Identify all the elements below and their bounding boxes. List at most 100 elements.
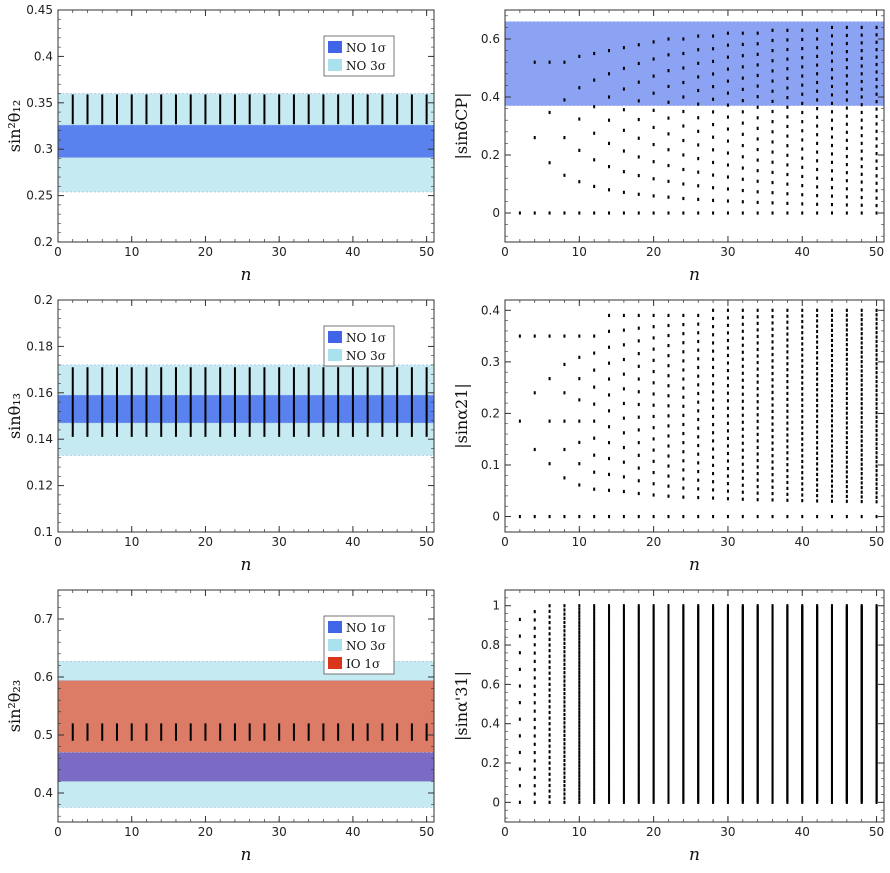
data-point bbox=[860, 180, 863, 184]
data-point bbox=[652, 718, 655, 722]
data-point bbox=[801, 331, 804, 335]
data-point bbox=[652, 732, 655, 737]
data-point bbox=[593, 750, 596, 755]
data-point bbox=[637, 664, 640, 668]
data-point bbox=[533, 800, 536, 804]
data-point bbox=[608, 393, 611, 397]
data-point bbox=[860, 360, 863, 364]
data-point bbox=[563, 334, 566, 338]
data-point bbox=[622, 639, 625, 643]
data-point bbox=[593, 701, 596, 705]
y-tick-label: 0.5 bbox=[34, 728, 53, 742]
data-point bbox=[563, 779, 566, 784]
data-point bbox=[652, 797, 655, 801]
data-point bbox=[533, 659, 536, 663]
data-point bbox=[726, 338, 729, 343]
x-axis-label: n bbox=[689, 265, 700, 285]
data-point bbox=[637, 631, 640, 635]
data-point bbox=[578, 670, 581, 674]
data-point bbox=[741, 427, 744, 431]
data-point bbox=[682, 359, 685, 363]
data-point bbox=[593, 761, 596, 766]
data-point bbox=[548, 772, 551, 776]
data-point bbox=[652, 683, 655, 687]
data-point bbox=[697, 374, 700, 378]
data-point bbox=[860, 322, 863, 326]
data-point bbox=[830, 194, 833, 198]
data-point bbox=[845, 187, 848, 191]
data-point bbox=[860, 64, 863, 68]
data-column bbox=[563, 60, 566, 215]
data-point bbox=[845, 416, 848, 420]
data-point bbox=[608, 772, 611, 776]
data-point bbox=[801, 420, 804, 424]
data-point bbox=[622, 672, 625, 676]
data-point bbox=[875, 85, 878, 89]
data-point bbox=[830, 143, 833, 148]
data-point bbox=[608, 653, 611, 658]
data-point bbox=[726, 604, 729, 608]
data-point bbox=[637, 740, 640, 744]
data-point bbox=[622, 686, 625, 691]
data-point bbox=[845, 154, 848, 159]
data-point bbox=[637, 760, 640, 764]
data-point bbox=[786, 498, 789, 502]
data-point bbox=[578, 797, 581, 801]
data-point bbox=[726, 163, 729, 167]
data-point bbox=[712, 471, 715, 476]
data-column bbox=[845, 604, 848, 804]
data-point bbox=[741, 322, 744, 326]
data-column bbox=[533, 60, 536, 215]
data-point bbox=[622, 149, 625, 153]
data-column bbox=[697, 313, 700, 519]
data-point bbox=[578, 630, 581, 634]
data-point bbox=[726, 474, 729, 478]
data-point bbox=[652, 736, 655, 740]
data-point bbox=[816, 366, 819, 371]
data-point bbox=[578, 757, 581, 761]
data-point bbox=[608, 658, 611, 662]
data-point bbox=[608, 796, 611, 800]
data-point bbox=[578, 440, 581, 445]
data-point bbox=[652, 757, 655, 761]
data-point bbox=[652, 642, 655, 646]
data-point bbox=[667, 464, 670, 468]
data-column bbox=[712, 604, 715, 804]
data-point bbox=[786, 105, 789, 109]
data-point bbox=[563, 683, 566, 687]
data-point bbox=[593, 351, 596, 355]
data-point bbox=[637, 672, 640, 676]
data-point bbox=[860, 490, 863, 494]
data-point bbox=[875, 366, 878, 370]
data-point bbox=[548, 789, 551, 793]
data-point bbox=[652, 618, 655, 623]
data-point bbox=[860, 448, 863, 452]
data-point bbox=[771, 28, 774, 32]
data-point bbox=[548, 710, 551, 715]
data-point bbox=[637, 723, 640, 727]
data-point bbox=[741, 54, 744, 58]
data-point bbox=[622, 416, 625, 420]
data-point bbox=[593, 612, 596, 616]
data-point bbox=[637, 441, 640, 445]
x-tick-label: 20 bbox=[198, 535, 213, 549]
data-point bbox=[578, 794, 581, 798]
data-point bbox=[756, 400, 759, 404]
data-point bbox=[652, 414, 655, 419]
data-point bbox=[682, 332, 685, 336]
data-point bbox=[593, 626, 596, 630]
data-point bbox=[578, 727, 581, 731]
data-point bbox=[682, 486, 685, 490]
data-point bbox=[652, 650, 655, 654]
data-point bbox=[622, 460, 625, 464]
data-column bbox=[578, 54, 581, 215]
data-point bbox=[682, 109, 685, 114]
data-point bbox=[548, 620, 551, 625]
x-tick-label: 10 bbox=[124, 245, 139, 259]
data-point bbox=[786, 28, 789, 32]
data-point bbox=[563, 98, 566, 102]
data-point bbox=[860, 425, 863, 429]
data-point bbox=[741, 399, 744, 403]
data-point bbox=[652, 761, 655, 765]
